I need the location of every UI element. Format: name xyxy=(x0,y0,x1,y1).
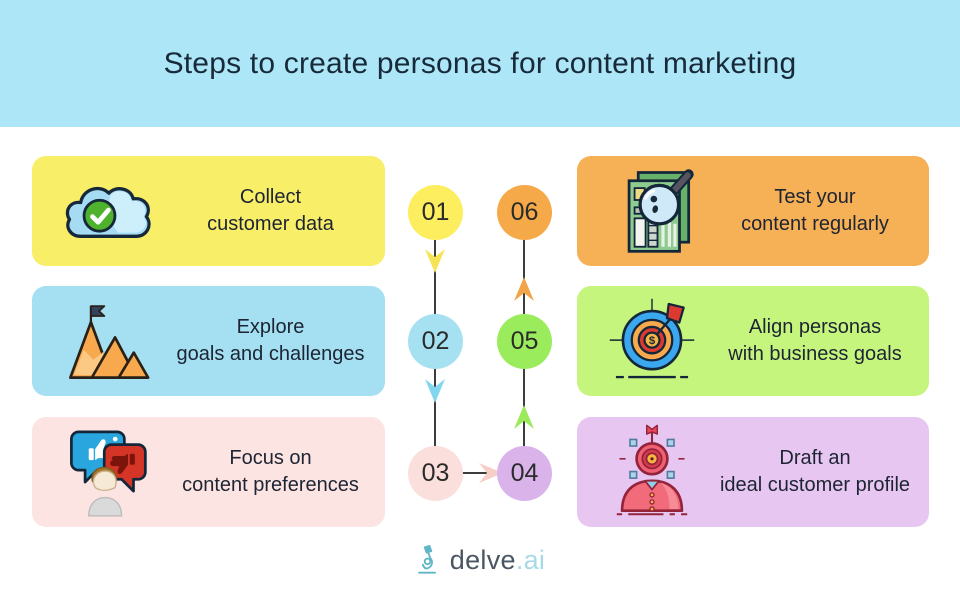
brand-suffix: .ai xyxy=(515,544,546,575)
chat-feedback-icon xyxy=(42,426,172,518)
mountain-flag-icon xyxy=(42,299,172,383)
svg-text:$: $ xyxy=(649,335,656,347)
arrow-down-02-03-icon xyxy=(425,379,445,403)
brand-footer: delve.ai xyxy=(0,538,960,582)
step-number-03: 03 xyxy=(408,446,463,501)
arrow-down-01-02-icon xyxy=(425,249,445,273)
step-number-04: 04 xyxy=(497,446,552,501)
connector-line-02-03 xyxy=(434,368,436,447)
brand-logo-text: delve.ai xyxy=(450,545,545,576)
connector-line-01-02 xyxy=(434,240,436,314)
header-band: Steps to create personas for content mar… xyxy=(0,0,960,127)
persona-target-icon xyxy=(587,424,717,520)
page-title: Steps to create personas for content mar… xyxy=(163,46,797,80)
step-number-02: 02 xyxy=(408,314,463,369)
arrow-up-04-05-icon xyxy=(514,405,534,429)
page-magnifier-icon xyxy=(587,165,717,257)
step-number-01: 01 xyxy=(408,185,463,240)
connector-line-03-04 xyxy=(461,472,498,474)
target-dollar-icon: $ xyxy=(587,296,717,386)
brand-name: delve xyxy=(449,544,516,575)
step-number-05: 05 xyxy=(497,314,552,369)
microscope-icon xyxy=(417,545,436,574)
cloud-check-icon xyxy=(42,175,172,247)
arrow-right-03-04-icon xyxy=(479,463,503,483)
arrow-up-05-06-icon xyxy=(514,277,534,301)
step-number-06: 06 xyxy=(497,185,552,240)
